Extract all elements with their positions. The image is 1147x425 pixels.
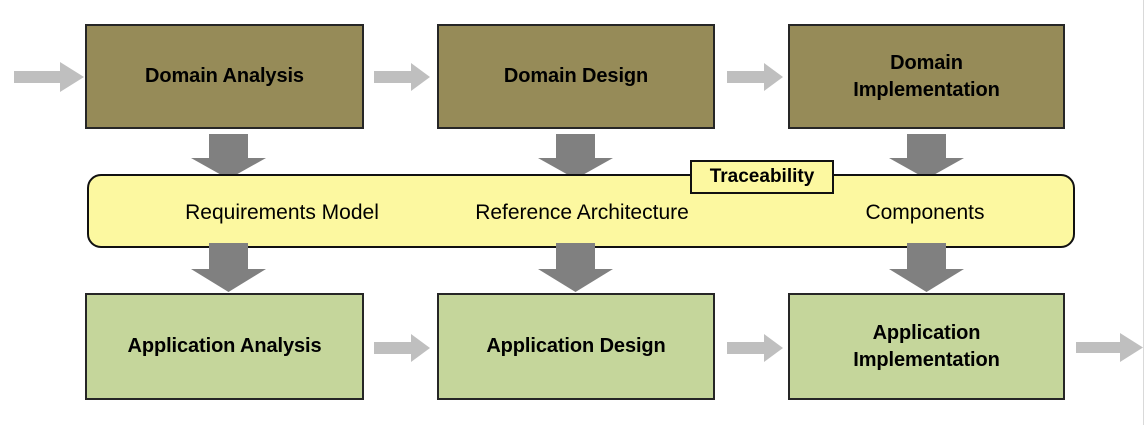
domain-analysis-to-design-arrow (374, 63, 430, 91)
application-implementation-label-line2: Implementation (853, 348, 1000, 371)
components-to-application-implementation-arrow (889, 243, 964, 292)
reference-architecture-to-application-design-arrow (538, 243, 613, 292)
slide-edge-line (1143, 0, 1144, 425)
domain-implementation-box[interactable]: Domain Implementation (788, 24, 1065, 129)
requirements-model-to-application-analysis-arrow (191, 243, 266, 292)
application-design-label: Application Design (486, 335, 666, 358)
input-arrow (14, 62, 84, 92)
application-analysis-label: Application Analysis (127, 335, 322, 358)
application-implementation-box[interactable]: Application Implementation (788, 293, 1065, 400)
domain-analysis-box[interactable]: Domain Analysis (85, 24, 364, 129)
application-analysis-box[interactable]: Application Analysis (85, 293, 364, 400)
domain-design-box[interactable]: Domain Design (437, 24, 715, 129)
artifacts-band (87, 174, 1075, 248)
traceability-callout[interactable]: Traceability (690, 160, 834, 194)
domain-design-to-reference-architecture-arrow (538, 134, 613, 179)
domain-design-label: Domain Design (503, 65, 649, 88)
application-implementation-label-line1: Application (872, 322, 981, 345)
application-design-box[interactable]: Application Design (437, 293, 715, 400)
domain-implementation-label-line1: Domain (890, 52, 963, 75)
domain-analysis-label: Domain Analysis (145, 65, 304, 88)
application-analysis-to-design-arrow (374, 334, 430, 362)
domain-analysis-to-requirements-model-arrow (191, 134, 266, 179)
output-arrow (1076, 333, 1143, 362)
domain-design-to-implementation-arrow (727, 63, 783, 91)
domain-implementation-label-line2: Implementation (853, 78, 1000, 101)
components-label: Components (865, 201, 985, 224)
domain-implementation-to-components-arrow (889, 134, 964, 179)
traceability-label: Traceability (709, 166, 815, 187)
reference-architecture-label: Reference Architecture (475, 201, 689, 224)
requirements-model-label: Requirements Model (185, 201, 379, 224)
application-design-to-implementation-arrow (727, 334, 783, 362)
